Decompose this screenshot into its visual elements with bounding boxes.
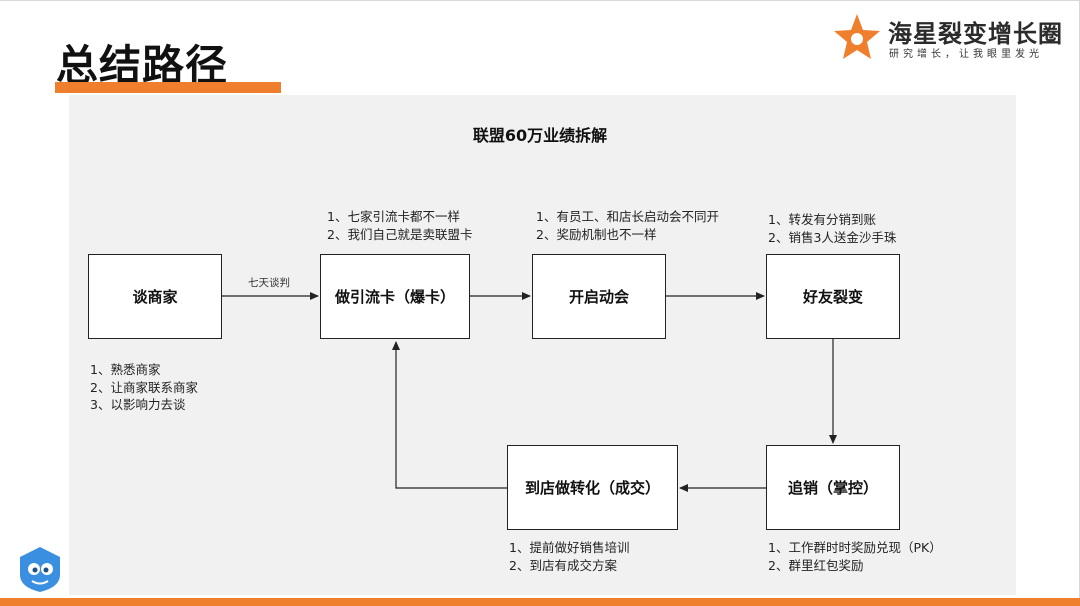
node-kickoff: 开启动会 [532,254,666,339]
edge-label-seven-days: 七天谈判 [246,275,292,290]
node-friend-fission: 好友裂变 [766,254,900,339]
note-follow-up: 1、工作群时时奖励兑现（PK） 2、群里红包奖励 [768,539,942,574]
frame-top-border [0,0,1080,1]
page-title: 总结路径 [56,41,229,90]
star-logo-icon [834,14,880,59]
note-line: 1、工作群时时奖励兑现（PK） [768,540,942,555]
title-underline [55,82,281,93]
note-friend-fission: 1、转发有分销到账 2、销售3人送金沙手珠 [768,211,896,246]
node-follow-up: 追销（掌控） [766,445,900,530]
shield-mascot-icon [20,547,60,592]
node-talk-merchant: 谈商家 [88,254,222,339]
note-line: 2、奖励机制也不一样 [536,226,657,242]
edge-store-to-card [392,341,508,489]
note-line: 2、到店有成交方案 [509,557,617,573]
node-store-conversion: 到店做转化（成交） [507,445,678,530]
brand-slogan: 研究增长，让我眼里发光 [889,49,1043,60]
note-line: 2、群里红包奖励 [768,557,864,573]
note-line: 2、我们自己就是卖联盟卡 [327,226,473,242]
brand-logo: 海星裂变增长圈 研究增长，让我眼里发光 [832,12,1072,64]
bottom-accent-bar [0,598,1080,606]
note-line: 2、让商家联系商家 [90,379,198,395]
note-line: 1、转发有分销到账 [768,212,876,227]
node-lead-card: 做引流卡（爆卡） [320,254,470,339]
note-line: 1、熟悉商家 [90,362,161,377]
note-line: 2、销售3人送金沙手珠 [768,229,897,245]
note-line: 3、以影响力去谈 [90,397,186,412]
note-line: 1、有员工、和店长启动会不同开 [536,209,719,224]
note-store-conversion: 1、提前做好销售培训 2、到店有成交方案 [509,539,629,574]
brand-name: 海星裂变增长圈 [888,20,1063,48]
note-line: 1、七家引流卡都不一样 [327,209,460,224]
note-talk-merchant: 1、熟悉商家 2、让商家联系商家 3、以影响力去谈 [90,361,198,414]
note-lead-card: 1、七家引流卡都不一样 2、我们自己就是卖联盟卡 [327,208,472,243]
diagram-title: 联盟60万业绩拆解 [472,126,608,145]
note-kickoff: 1、有员工、和店长启动会不同开 2、奖励机制也不一样 [536,208,719,243]
note-line: 1、提前做好销售培训 [509,540,630,555]
